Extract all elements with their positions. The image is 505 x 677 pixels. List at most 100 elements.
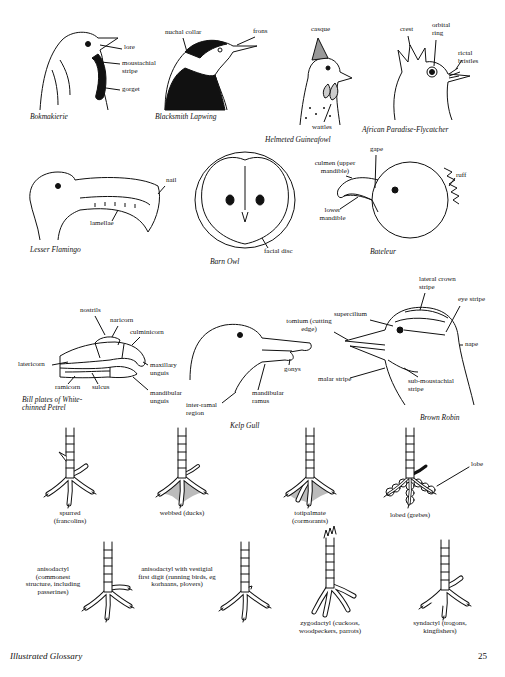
foot-sketch: [66, 428, 74, 478]
bird-head-sketch: [408, 36, 462, 69]
part-label: mandibular unguis: [150, 390, 190, 405]
bird-head-sketch: [430, 70, 435, 75]
bird-head-sketch: [190, 324, 311, 392]
foot-sketch: [223, 592, 267, 618]
bird-head-sketch: [65, 343, 124, 377]
bird-head-sketch: [245, 166, 246, 210]
part-label: maxillary unguis: [150, 362, 190, 377]
part-label: orbital ring: [432, 22, 460, 37]
foot-sketch: [86, 592, 130, 618]
bird-head-sketch: [202, 157, 289, 244]
foot-sketch: [423, 590, 467, 616]
foot-sketch: [388, 478, 432, 504]
bird-head-sketch: [165, 41, 257, 110]
part-label: lateral crown stripe: [419, 276, 459, 291]
foot-sketch: [223, 592, 267, 618]
bird-head-sketch: [92, 54, 106, 100]
bird-head-sketch: [305, 117, 307, 119]
foot-sketch: [448, 578, 461, 586]
foot-sketch: [104, 550, 112, 582]
part-label: gape: [370, 146, 395, 154]
foot-sketch: [160, 478, 204, 504]
foot-sketch: [111, 587, 128, 588]
bird-head-sketch: [323, 107, 325, 109]
species-caption: Lesser Flamingo: [30, 246, 100, 254]
bird-head-sketch: [323, 84, 330, 98]
foot-sketch: [288, 478, 332, 504]
bird-head-sketch: [218, 48, 222, 52]
bird-head-sketch: [392, 187, 398, 193]
foot-sketch: [111, 587, 128, 588]
bird-head-sketch: [449, 68, 460, 78]
foot-sketch: [306, 428, 314, 478]
page-footer: Illustrated Glossary: [10, 652, 130, 662]
bird-head-sketch: [312, 38, 328, 60]
foot-sketch: [156, 492, 208, 508]
foot-sketch: [314, 586, 354, 615]
bird-head-sketch: [309, 107, 311, 109]
foot-sketch: [314, 586, 354, 615]
part-label: crest: [400, 26, 430, 34]
foot-sketch: [104, 542, 112, 592]
bird-head-sketch: [329, 115, 331, 117]
foot-sketch: [384, 428, 436, 508]
foot-sketch: [419, 604, 471, 620]
part-label: sulcus: [92, 384, 122, 392]
foot-sketch: [429, 591, 445, 606]
part-label: gorget: [122, 86, 152, 94]
page-number: 25: [478, 652, 498, 662]
part-label: malar stripe: [318, 376, 368, 384]
foot-sketch: [326, 546, 334, 578]
bird-head-sketch: [40, 32, 118, 110]
foot-sketch: [44, 428, 471, 622]
foot-sketch: [441, 540, 449, 590]
part-label: facial disc: [264, 248, 309, 256]
foot-sketch: [185, 466, 198, 474]
foot-sketch: [241, 550, 249, 582]
bird-head-sketch: [385, 307, 474, 405]
bird-head-sketch: [112, 186, 165, 221]
foot-sketch: [160, 478, 204, 504]
foot-sketch: [160, 478, 204, 504]
part-label: gonys: [284, 366, 314, 374]
foot-type-caption: webbed (ducks): [157, 510, 207, 518]
bird-head-sketch: [262, 350, 292, 351]
part-label: culmen (upper mandible): [306, 160, 364, 175]
part-label: ruff: [456, 172, 476, 180]
part-label: mandibular ramus: [252, 390, 292, 405]
bird-head-sketch: [52, 60, 70, 105]
foot-sketch: [82, 542, 134, 622]
foot-sketch: [448, 578, 461, 586]
foot-type-caption: anisodactyl with vestigial first digit (…: [138, 566, 216, 589]
species-caption: Kelp Gull: [230, 422, 275, 430]
part-label: sub-moustachial stripe: [408, 378, 460, 393]
foot-sketch: [249, 586, 252, 589]
bird-head-sketch: [238, 333, 243, 338]
part-label: nail: [166, 177, 186, 185]
bird-head-sketch: [185, 40, 227, 58]
part-label: lower mandible: [315, 207, 350, 222]
foot-sketch: [306, 436, 314, 468]
foot-sketch: [219, 606, 271, 622]
foot-sketch: [284, 428, 336, 508]
part-label: inter-ramal region: [186, 402, 222, 417]
foot-sketch: [73, 466, 86, 474]
foot-sketch: [288, 478, 332, 504]
bird-head-sketch: [256, 195, 264, 205]
foot-sketch: [423, 590, 467, 616]
bird-head-sketch: [242, 212, 248, 222]
foot-type-caption: zygodactyl (cuckoos, woodpeckers, parrot…: [285, 620, 375, 635]
bird-head-sketch: [195, 152, 295, 248]
bird-head-sketch: [300, 58, 352, 125]
foot-sketch: [128, 588, 132, 590]
bird-head-sketch: [60, 356, 61, 377]
foot-sketch: [386, 479, 435, 504]
bird-head-sketch: [334, 293, 463, 378]
foot-sketch: [288, 478, 332, 504]
foot-sketch: [156, 428, 208, 508]
part-label: eye stripe: [458, 296, 488, 304]
species-caption: Brown Robin: [420, 414, 475, 422]
part-label: tomium (cutting edge): [285, 318, 333, 333]
bird-head-sketch: [30, 172, 160, 240]
